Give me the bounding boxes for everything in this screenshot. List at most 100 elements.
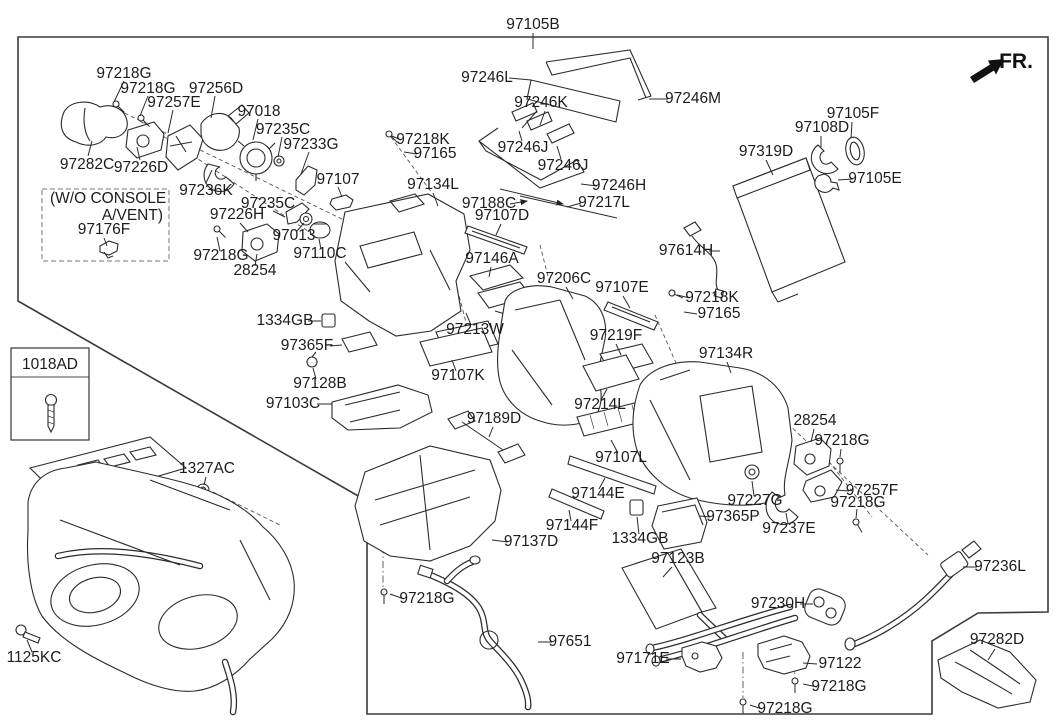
label-97218G: 97218G <box>757 700 812 717</box>
pipe-97651-drawing <box>417 555 532 711</box>
clip-97108D-drawing <box>810 144 839 175</box>
label-97651: 97651 <box>548 633 591 650</box>
rod-97107E-drawing <box>603 301 659 331</box>
fr-arrow-icon <box>970 59 1004 83</box>
label-97218G: 97218G <box>830 494 885 511</box>
label-97246L: 97246L <box>461 69 513 86</box>
label-97218G: 97218G <box>811 678 866 695</box>
clip-97105E-drawing <box>814 173 840 193</box>
label-97144F: 97144F <box>546 517 599 534</box>
label-97188C: 97188C <box>462 195 516 212</box>
console-note-box <box>41 188 170 262</box>
screw-legend-box <box>10 347 90 441</box>
part-labels: 97105B 97218G 97218G 97257E 97256D 97018… <box>7 16 1033 717</box>
label-97219F: 97219F <box>590 327 643 344</box>
strip-97365F-drawing <box>341 331 378 353</box>
group-97146A-drawing <box>468 264 536 324</box>
label-97218G: 97218G <box>96 65 151 82</box>
bracket-97122-drawing <box>757 635 811 675</box>
label-97108D: 97108D <box>795 119 849 136</box>
label-97282C: 97282C <box>60 156 114 173</box>
case-97137D-drawing <box>354 445 502 562</box>
label-97218G: 97218G <box>814 432 869 449</box>
strip-97214L-drawing <box>582 354 640 392</box>
label-1327AC: 1327AC <box>179 460 235 477</box>
clip-97128B-drawing <box>306 351 318 368</box>
blower-assembly-drawing <box>26 436 295 716</box>
label-97235C: 97235C <box>256 121 310 138</box>
label-97107K: 97107K <box>431 367 485 384</box>
label-97236K: 97236K <box>179 182 233 199</box>
label-97165: 97165 <box>697 305 740 322</box>
label-97226D: 97226D <box>114 159 168 176</box>
label-97365P: 97365P <box>706 508 759 525</box>
label-97257E: 97257E <box>147 94 200 111</box>
bracket-97171E-drawing <box>681 641 723 673</box>
label-28254: 28254 <box>793 412 836 429</box>
label-97134L: 97134L <box>407 176 459 193</box>
strip-97107K-drawing <box>419 327 493 367</box>
label-97614H: 97614H <box>659 242 713 259</box>
label-console-note-line2: A/VENT) <box>102 207 163 224</box>
bar-97189D-drawing <box>447 410 526 464</box>
label-97122: 97122 <box>818 655 861 672</box>
label-97218G: 97218G <box>120 80 175 97</box>
tray-97365P-drawing <box>651 497 708 550</box>
label-97226H: 97226H <box>210 206 264 223</box>
leader-lines <box>26 33 996 710</box>
case-97134L-drawing <box>334 193 471 337</box>
label-97230H: 97230H <box>751 595 805 612</box>
label-97176F: 97176F <box>78 221 131 238</box>
label-97165: 97165 <box>413 145 456 162</box>
rod-97144F-drawing <box>548 488 605 520</box>
label-1125KC: 1125KC <box>7 649 62 666</box>
label-fr-direction: FR. <box>999 50 1033 73</box>
rod-97107D-drawing <box>464 225 528 255</box>
label-97018: 97018 <box>237 103 280 120</box>
label-97237E: 97237E <box>762 520 815 537</box>
label-97218G: 97218G <box>399 590 454 607</box>
lever-97233G-drawing <box>295 165 318 196</box>
label-97365F: 97365F <box>281 337 334 354</box>
label-97235C: 97235C <box>241 195 295 212</box>
label-97236L: 97236L <box>974 558 1026 575</box>
label-97218K: 97218K <box>685 289 739 306</box>
label-97214L: 97214L <box>574 396 626 413</box>
label-28254: 28254 <box>233 262 276 279</box>
label-97107E: 97107E <box>595 279 648 296</box>
label-97107L: 97107L <box>595 449 647 466</box>
label-97105F: 97105F <box>827 105 880 122</box>
rod-97144E-drawing <box>567 455 657 495</box>
pipes-97230H-drawing <box>645 588 846 667</box>
label-97137D: 97137D <box>504 533 558 550</box>
label-97128B: 97128B <box>293 375 346 392</box>
label-97144E: 97144E <box>571 485 624 502</box>
grommet-1334GB-drawing <box>321 313 644 516</box>
washer-97235C-drawing <box>273 155 285 167</box>
label-97123B: 97123B <box>651 550 704 567</box>
label-97246J: 97246J <box>538 157 589 174</box>
label-97246J: 97246J <box>498 139 549 156</box>
wire-97614H-drawing <box>683 221 725 299</box>
fr-arrow <box>970 59 1004 83</box>
label-97217L: 97217L <box>578 194 630 211</box>
part-drawings <box>15 49 1037 716</box>
label-1018AD: 1018AD <box>22 356 78 373</box>
diagram-frame-border <box>17 36 1049 715</box>
label-1334GB: 1334GB <box>257 312 314 329</box>
grommet-97227G-drawing <box>744 464 760 480</box>
grommet-97105F-drawing <box>845 136 865 166</box>
label-97246M: 97246M <box>665 90 721 107</box>
clip-97107-drawing <box>329 194 354 211</box>
label-97206C: 97206C <box>537 270 591 287</box>
case-97134R-drawing <box>632 361 793 506</box>
label-97134R: 97134R <box>699 345 753 362</box>
knob-97110C-drawing <box>309 221 331 239</box>
label-97013: 97013 <box>272 227 315 244</box>
bolt-1125KC-drawing <box>15 624 41 644</box>
seal-strips-97246-drawing <box>478 49 652 219</box>
evaporator-97319D-drawing <box>732 157 846 303</box>
part-97282C-drawing <box>60 101 128 146</box>
